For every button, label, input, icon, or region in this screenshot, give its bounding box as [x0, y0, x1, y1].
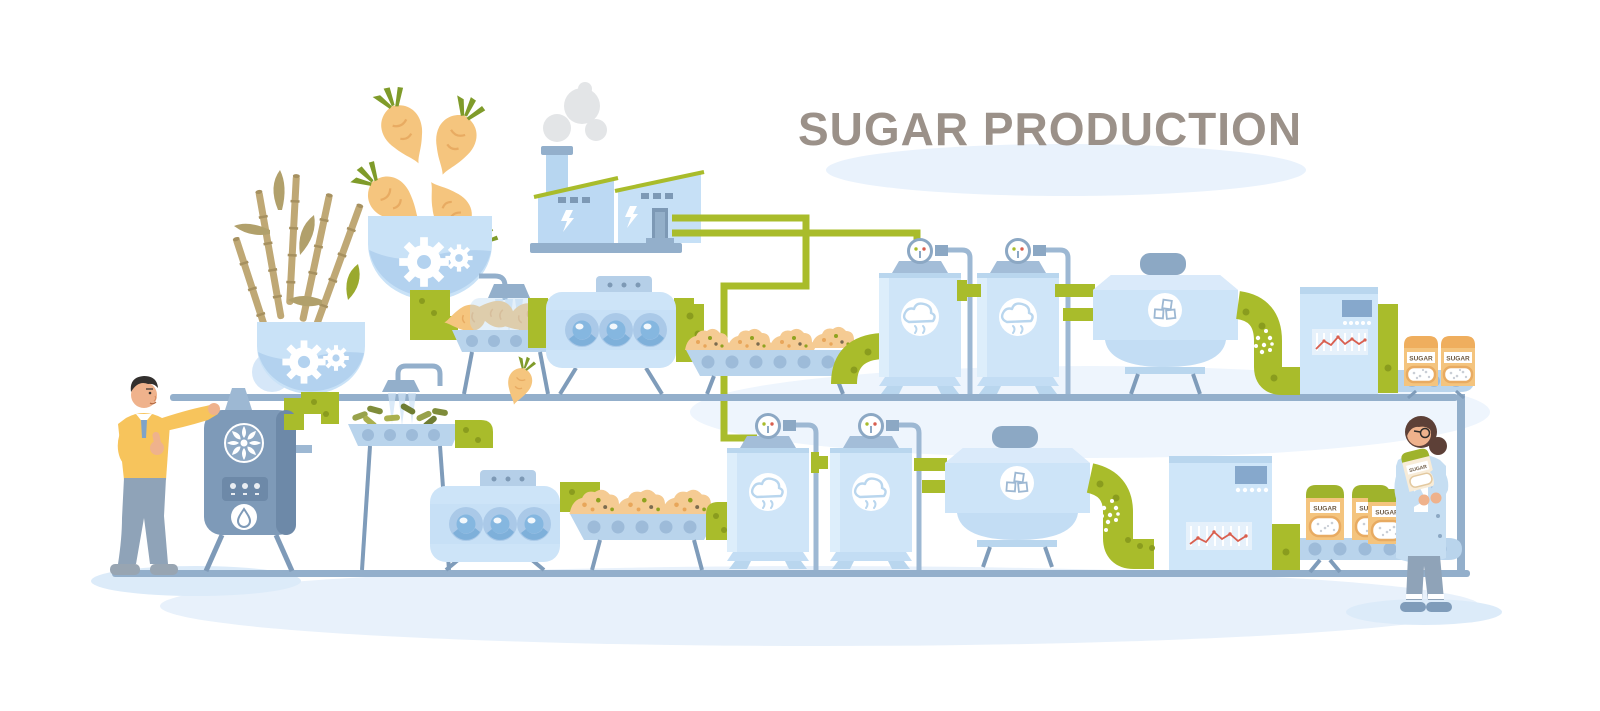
washing-machine-bottom [430, 470, 560, 562]
sugar-pack [1439, 334, 1477, 388]
sugar-pack [1402, 334, 1440, 388]
shower-icon [488, 284, 530, 298]
pulp-conveyor-top [676, 304, 884, 395]
hair [130, 376, 158, 392]
shoe [1426, 602, 1452, 612]
page-title: SUGAR PRODUCTION [797, 103, 1303, 155]
water-droplet-icon [231, 504, 257, 530]
beet-wash-conveyor [441, 273, 576, 409]
display-screen [1235, 466, 1267, 484]
gear-icon [399, 237, 449, 287]
hand [208, 403, 220, 415]
sugar-cane-plants [231, 170, 365, 364]
gear-icon [282, 340, 326, 384]
shoe [150, 564, 178, 575]
shoe [110, 564, 140, 575]
gear-icon [445, 244, 473, 272]
lab-technician-woman: SUGAR [1394, 416, 1452, 612]
packing-machine-bottom [1169, 456, 1272, 570]
fan-icon [224, 423, 264, 463]
display-screen [1342, 300, 1372, 317]
cane-hopper [257, 322, 365, 424]
crystal-chute-top [1235, 291, 1300, 395]
beet-hopper [368, 216, 492, 340]
shower-icon [382, 380, 420, 392]
evaporator-tank-1 [879, 240, 961, 395]
pants [118, 478, 168, 564]
hair-bun [1429, 437, 1447, 455]
factory-windows [558, 193, 673, 203]
lower-platform [112, 570, 1470, 577]
sugar-pack [1304, 483, 1346, 542]
worker-man [110, 376, 220, 575]
evaporator-tank-2 [977, 240, 1059, 395]
diffuser-machine [203, 388, 312, 573]
pulp-conveyor-bottom [569, 489, 730, 571]
smoke [543, 82, 607, 142]
crystal-chute-bottom [1085, 463, 1155, 569]
tie [141, 420, 147, 438]
lightning-icon [625, 206, 638, 228]
packing-machine-top [1300, 287, 1378, 394]
upper-platform [170, 394, 1458, 401]
held-sugar-pack: SUGAR [1401, 448, 1437, 492]
glasses [1419, 427, 1431, 439]
washing-machine-top [546, 276, 676, 368]
gear-icon [323, 345, 349, 371]
shoe [1400, 602, 1426, 612]
sugar-pack-label: SUGAR [1409, 464, 1428, 474]
factory-building [530, 82, 705, 253]
platform-post [1457, 394, 1465, 576]
lightning-icon [561, 210, 574, 232]
pants [1406, 556, 1444, 600]
